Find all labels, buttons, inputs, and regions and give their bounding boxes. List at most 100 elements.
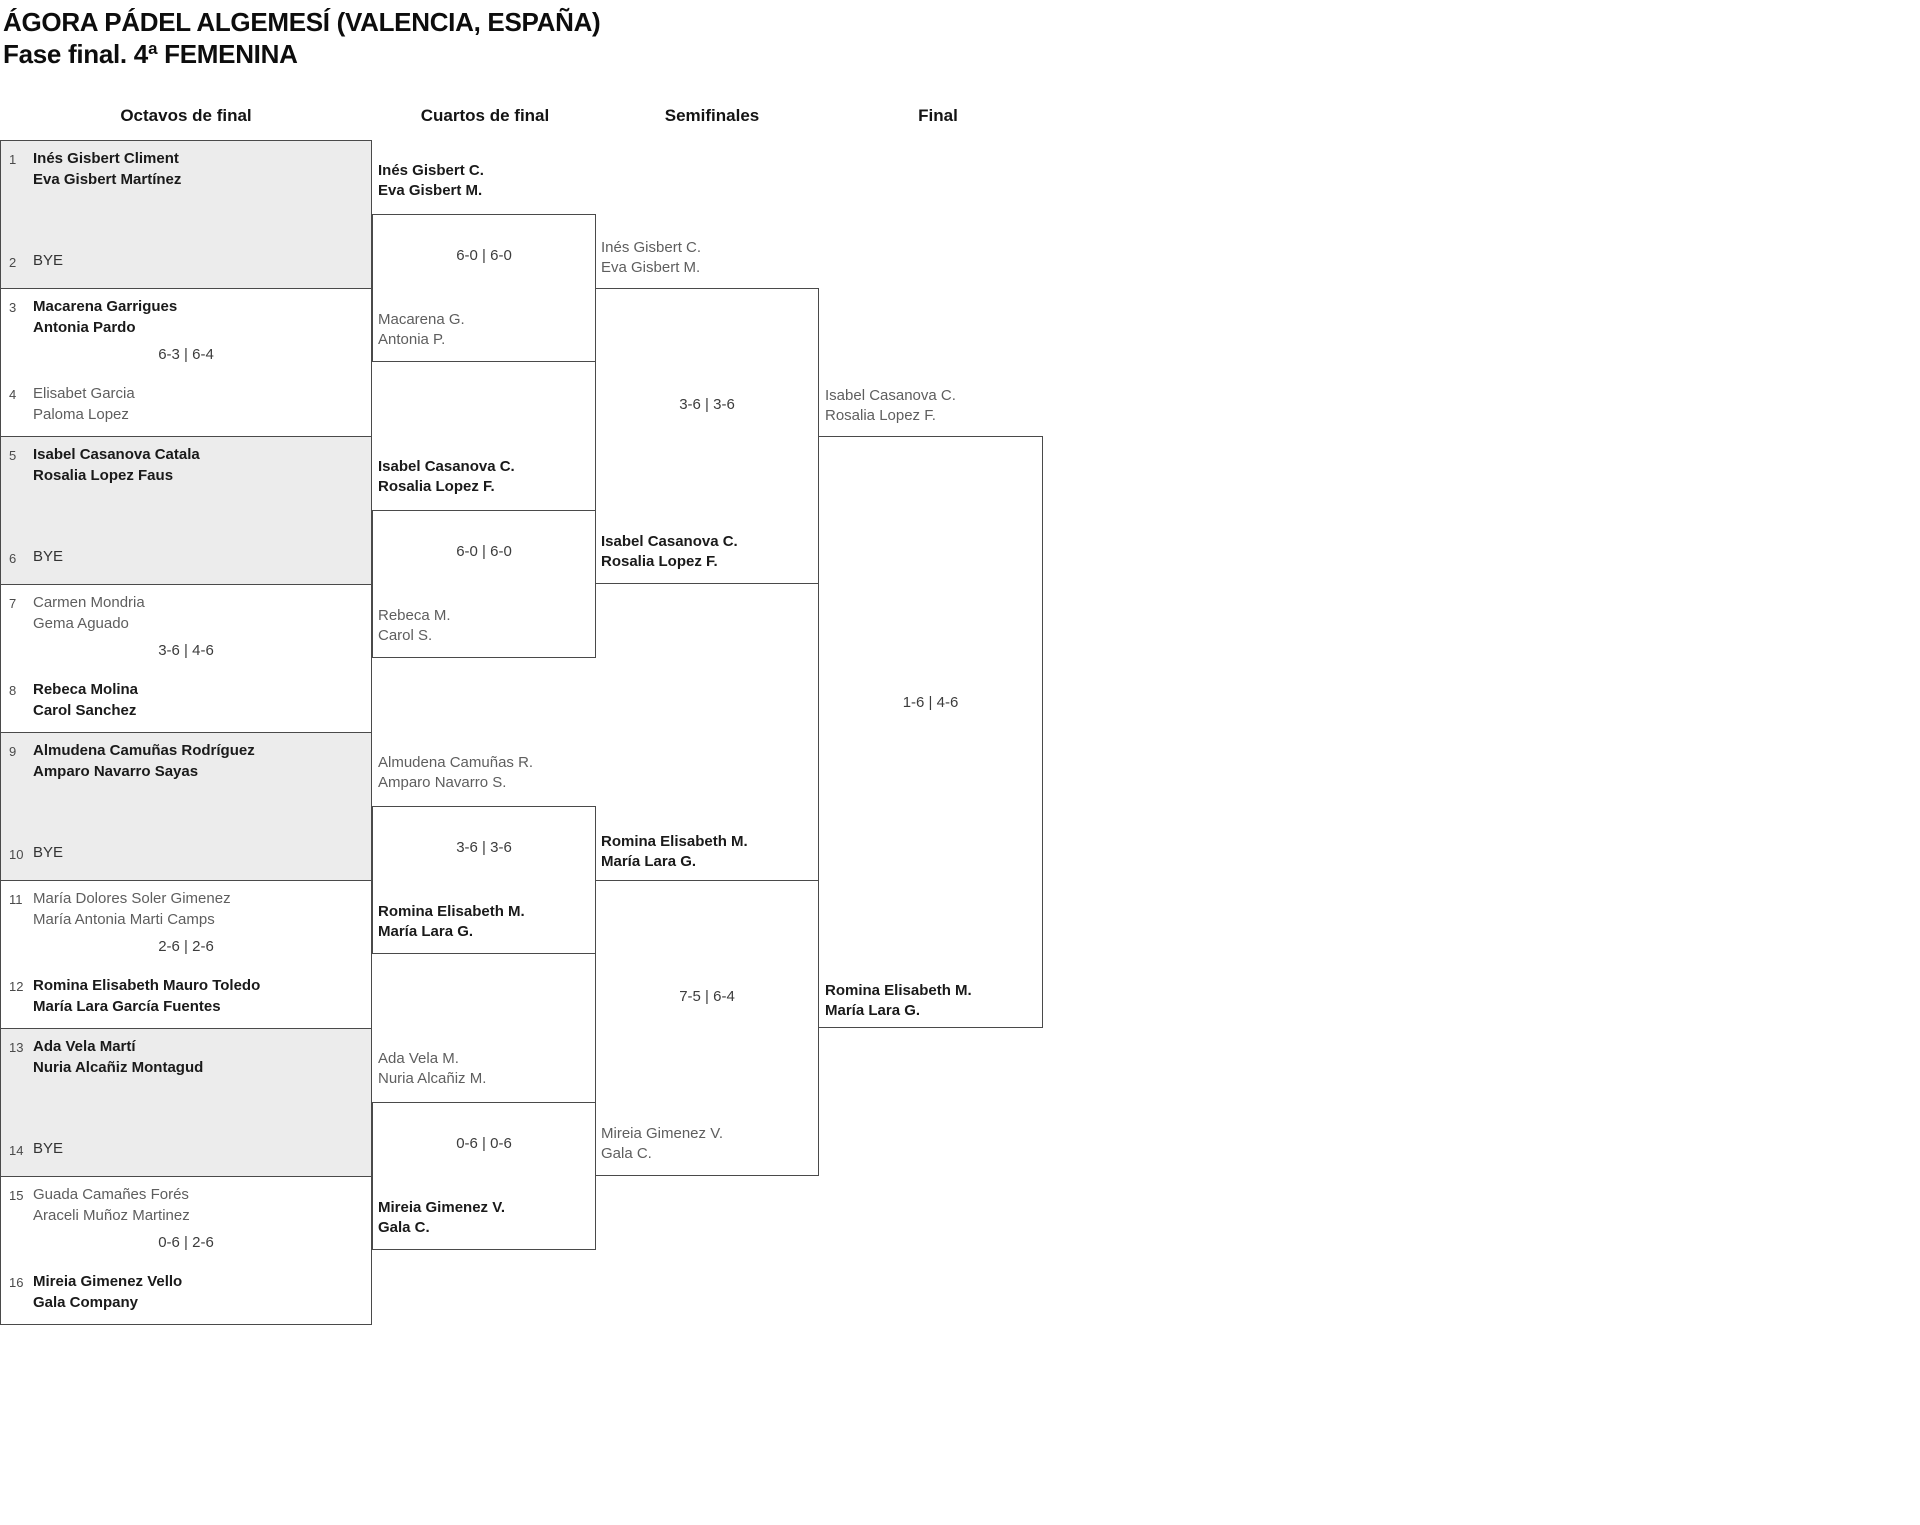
player-name: Romina Elisabeth M. bbox=[601, 833, 748, 850]
player-name: Eva Gisbert Martínez bbox=[33, 171, 182, 188]
player-name: Gala Company bbox=[33, 1294, 139, 1311]
octavos-match-6-box: 11 María Dolores Soler Gimenez María Ant… bbox=[0, 880, 372, 1029]
team-label: Romina Elisabeth M. María Lara G. bbox=[601, 832, 816, 872]
seed-number: 14 bbox=[9, 1143, 24, 1158]
seed-number: 1 bbox=[9, 152, 17, 167]
player-name: Gala C. bbox=[378, 1219, 430, 1236]
player-name: Rosalia Lopez F. bbox=[601, 553, 718, 570]
player-name: Nuria Alcañiz Montagud bbox=[33, 1059, 204, 1076]
player-name: Rebeca M. bbox=[378, 607, 451, 624]
seed-number: 6 bbox=[9, 551, 17, 566]
team-label: Mireia Gimenez V. Gala C. bbox=[378, 1198, 593, 1238]
player-name: Guada Camañes Forés bbox=[33, 1186, 189, 1203]
match-score: 2-6 | 2-6 bbox=[158, 938, 214, 955]
cuartos-match-3-box bbox=[372, 806, 596, 954]
team-name: Elisabet Garcia Paloma Lopez bbox=[33, 383, 135, 425]
player-name: María Lara G. bbox=[378, 923, 474, 940]
player-name: Isabel Casanova C. bbox=[825, 387, 956, 404]
round-header-cuartos: Cuartos de final bbox=[420, 106, 550, 125]
player-name: Isabel Casanova Catala bbox=[33, 446, 200, 463]
match-slot-bottom: 16 Mireia Gimenez Vello Gala Company bbox=[1, 1271, 367, 1313]
player-name: Isabel Casanova C. bbox=[601, 533, 738, 550]
round-header-final: Final bbox=[918, 106, 958, 125]
team-name: Carmen Mondria Gema Aguado bbox=[33, 592, 145, 634]
team-name: Inés Gisbert Climent Eva Gisbert Martíne… bbox=[33, 148, 181, 190]
player-name: Mireia Gimenez V. bbox=[378, 1199, 506, 1216]
seed-number: 7 bbox=[9, 596, 17, 611]
cuartos-match-4-box bbox=[372, 1102, 596, 1250]
match-score: 3-6 | 4-6 bbox=[158, 642, 214, 659]
player-name: Antonia Pardo bbox=[33, 319, 136, 336]
player-name: Amparo Navarro Sayas bbox=[33, 763, 199, 780]
player-name: Eva Gisbert M. bbox=[601, 259, 701, 276]
bye-label: BYE bbox=[33, 844, 64, 861]
match-slot-top: 1 Inés Gisbert Climent Eva Gisbert Martí… bbox=[1, 148, 367, 190]
player-name: Gema Aguado bbox=[33, 615, 129, 632]
seed-number: 16 bbox=[9, 1275, 24, 1290]
player-name: Romina Elisabeth M. bbox=[825, 982, 972, 999]
player-name: Romina Elisabeth Mauro Toledo bbox=[33, 977, 261, 994]
match-score: 3-6 | 3-6 bbox=[456, 839, 512, 856]
bye-label: BYE bbox=[33, 1140, 64, 1157]
player-name: Mireia Gimenez V. bbox=[601, 1125, 723, 1142]
page-title: ÁGORA PÁDEL ALGEMESÍ (VALENCIA, ESPAÑA) bbox=[3, 7, 601, 37]
team-label: Isabel Casanova C. Rosalia Lopez F. bbox=[378, 457, 593, 497]
player-name: Nuria Alcañiz M. bbox=[378, 1070, 487, 1087]
player-name: Rosalia Lopez Faus bbox=[33, 467, 174, 484]
team-label: Inés Gisbert C. Eva Gisbert M. bbox=[378, 161, 593, 201]
match-score: 6-0 | 6-0 bbox=[456, 543, 512, 560]
team-label: Romina Elisabeth M. María Lara G. bbox=[378, 902, 593, 942]
team-name: Ada Vela Martí Nuria Alcañiz Montagud bbox=[33, 1036, 203, 1078]
team-label: Romina Elisabeth M. María Lara G. bbox=[825, 981, 1040, 1021]
match-score: 3-6 | 3-6 bbox=[679, 396, 735, 413]
match-slot-top: 7 Carmen Mondria Gema Aguado bbox=[1, 592, 367, 634]
player-name: Rosalia Lopez F. bbox=[378, 478, 495, 495]
player-name: Mireia Gimenez Vello bbox=[33, 1273, 183, 1290]
match-score: 0-6 | 2-6 bbox=[158, 1234, 214, 1251]
team-label: Almudena Camuñas R. Amparo Navarro S. bbox=[378, 753, 593, 793]
player-name: Paloma Lopez bbox=[33, 406, 129, 423]
player-name: Ada Vela M. bbox=[378, 1050, 459, 1067]
team-label: Inés Gisbert C. Eva Gisbert M. bbox=[601, 238, 816, 278]
octavos-match-5-box: 9 Almudena Camuñas Rodríguez Amparo Nava… bbox=[0, 732, 372, 881]
match-slot-bottom: 6 BYE bbox=[1, 547, 367, 569]
match-slot-top: 15 Guada Camañes Forés Araceli Muñoz Mar… bbox=[1, 1184, 367, 1226]
team-name: Mireia Gimenez Vello Gala Company bbox=[33, 1271, 182, 1313]
player-name: Rebeca Molina bbox=[33, 681, 139, 698]
team-label: Mireia Gimenez V. Gala C. bbox=[601, 1124, 816, 1164]
match-slot-bottom: 8 Rebeca Molina Carol Sanchez bbox=[1, 679, 367, 721]
match-slot-bottom: 14 BYE bbox=[1, 1139, 367, 1161]
seed-number: 2 bbox=[9, 255, 17, 270]
player-name: Almudena Camuñas Rodríguez bbox=[33, 742, 255, 759]
team-name: Macarena Garrigues Antonia Pardo bbox=[33, 296, 177, 338]
match-slot-top: 13 Ada Vela Martí Nuria Alcañiz Montagud bbox=[1, 1036, 367, 1078]
player-name: María Dolores Soler Gimenez bbox=[33, 890, 231, 907]
match-slot-top: 11 María Dolores Soler Gimenez María Ant… bbox=[1, 888, 367, 930]
player-name: Elisabet Garcia bbox=[33, 385, 135, 402]
seed-number: 15 bbox=[9, 1188, 24, 1203]
player-name: Carol Sanchez bbox=[33, 702, 137, 719]
cuartos-match-2-box bbox=[372, 510, 596, 658]
player-name: Inés Gisbert Climent bbox=[33, 150, 179, 167]
player-name: Romina Elisabeth M. bbox=[378, 903, 525, 920]
seed-number: 3 bbox=[9, 300, 17, 315]
match-score: 6-0 | 6-0 bbox=[456, 247, 512, 264]
player-name: Isabel Casanova C. bbox=[378, 458, 515, 475]
match-slot-bottom: 12 Romina Elisabeth Mauro Toledo María L… bbox=[1, 975, 367, 1017]
seed-number: 11 bbox=[9, 892, 23, 907]
player-name: Macarena Garrigues bbox=[33, 298, 178, 315]
round-header-octavos: Octavos de final bbox=[120, 106, 252, 125]
player-name: Amparo Navarro S. bbox=[378, 774, 507, 791]
player-name: María Lara G. bbox=[601, 853, 697, 870]
team-name: Almudena Camuñas Rodríguez Amparo Navarr… bbox=[33, 740, 255, 782]
page-subtitle: Fase final. 4ª FEMENINA bbox=[3, 39, 298, 69]
seed-number: 8 bbox=[9, 683, 17, 698]
team-name: María Dolores Soler Gimenez María Antoni… bbox=[33, 888, 231, 930]
semifinal-1-box bbox=[595, 288, 819, 584]
match-score: 0-6 | 0-6 bbox=[456, 1135, 512, 1152]
match-slot-bottom: 4 Elisabet Garcia Paloma Lopez bbox=[1, 383, 367, 425]
final-match-box bbox=[818, 436, 1043, 1028]
player-name: Rosalia Lopez F. bbox=[825, 407, 936, 424]
seed-number: 12 bbox=[9, 979, 24, 994]
